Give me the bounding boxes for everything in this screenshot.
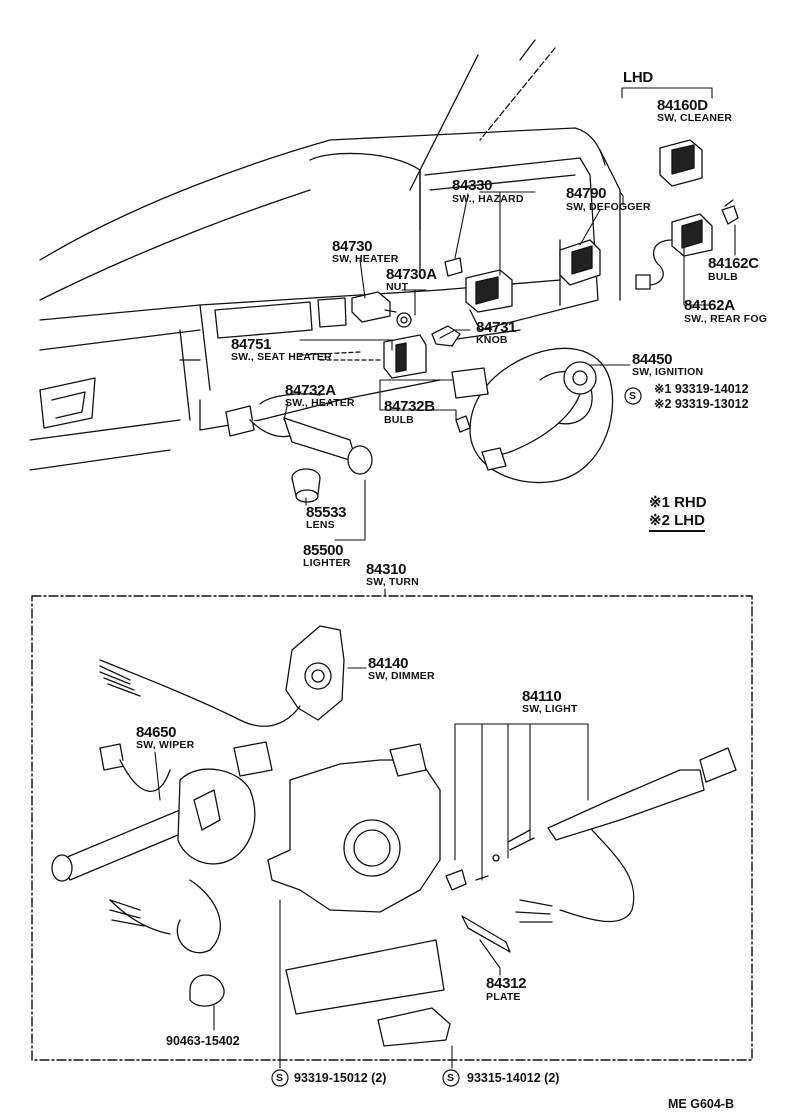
part-number-84450: 84450 xyxy=(632,351,673,368)
legend-rhd: ※1 RHD xyxy=(649,494,707,511)
part-name-84450: SW, IGNITION xyxy=(632,366,704,378)
part-name-84310: SW, TURN xyxy=(366,576,419,588)
screw-symbols xyxy=(271,387,642,1087)
part-number-84751: 84751 xyxy=(231,336,272,353)
cleaner-switch-part xyxy=(659,139,703,187)
screw-marker-right: S xyxy=(447,1072,455,1084)
light-switch-part xyxy=(445,747,737,953)
part-number-84140: 84140 xyxy=(368,655,409,672)
part-number-84312: 84312 xyxy=(486,975,527,992)
clip-part xyxy=(189,974,225,1007)
part-name-84160D: SW, CLEANER xyxy=(657,112,733,124)
leader-lines-upper xyxy=(283,87,736,541)
screw-left-label: 93319-15012 (2) xyxy=(294,1071,387,1085)
screw-marker-left: S xyxy=(276,1072,284,1084)
switch-base-part xyxy=(285,939,451,1047)
hazard-switch-part xyxy=(444,257,513,313)
ignition-area-outline xyxy=(469,347,614,484)
dimmer-switch-part xyxy=(99,625,345,727)
part-number-85533: 85533 xyxy=(306,504,347,521)
part-number-84310: 84310 xyxy=(366,561,407,578)
legend-lhd: ※2 LHD xyxy=(649,513,705,532)
turn-switch-body-part xyxy=(267,743,441,913)
part-name-84730A: NUT xyxy=(386,281,409,293)
part-name-84732A: SW., HEATER xyxy=(285,397,355,409)
heater-bulb-part xyxy=(451,367,489,433)
part-number-85500: 85500 xyxy=(303,542,344,559)
part-name-85500: LIGHTER xyxy=(303,557,351,569)
part-number-84732A: 84732A xyxy=(285,382,336,399)
ignition-screw-marker: S xyxy=(629,390,637,402)
heater-switch-cable-part xyxy=(225,393,373,475)
part-name-84730: SW, HEATER xyxy=(332,253,399,265)
part-name-84790: SW, DEFOGGER xyxy=(566,201,651,213)
heater-switch-part xyxy=(351,291,397,323)
drawing-code: ME G604-B xyxy=(668,1097,734,1111)
leader-lines-lower xyxy=(154,667,589,1069)
part-number-84110: 84110 xyxy=(522,688,562,705)
part-number-90463: 90463-15402 xyxy=(166,1034,240,1048)
part-name-84732B: BULB xyxy=(384,414,414,426)
knob-part xyxy=(431,325,461,347)
dashboard-outline xyxy=(29,39,621,471)
rear-fog-bulb-part xyxy=(721,199,739,225)
defogger-switch-part xyxy=(559,239,601,286)
lens-part xyxy=(291,468,321,503)
part-name-84330: SW., HAZARD xyxy=(452,193,524,205)
part-name-84312: PLATE xyxy=(486,991,521,1003)
part-name-85533: LENS xyxy=(306,519,335,531)
part-name-84162A: SW., REAR FOG xyxy=(684,313,768,325)
turn-switch-frame xyxy=(31,595,753,1061)
part-number-84730: 84730 xyxy=(332,238,373,255)
part-name-84731: KNOB xyxy=(476,334,508,346)
ignition-switch-part xyxy=(481,361,597,471)
part-name-84162C: BULB xyxy=(708,271,738,283)
part-number-84731: 84731 xyxy=(476,319,517,336)
part-number-84162A: 84162A xyxy=(684,297,735,314)
part-name-84751: SW., SEAT HEATER xyxy=(231,351,332,363)
part-number-84330: 84330 xyxy=(452,177,493,194)
ignition-note-1: ※1 93319-14012 xyxy=(654,382,749,396)
part-number-84730A: 84730A xyxy=(386,266,437,283)
ignition-note-2: ※2 93319-13012 xyxy=(654,397,749,411)
nut-part xyxy=(396,312,412,328)
wiper-switch-part xyxy=(51,741,273,954)
part-number-84162C: 84162C xyxy=(708,255,759,272)
rear-fog-switch-part xyxy=(635,213,713,290)
part-number-84160D: 84160D xyxy=(657,97,708,114)
part-name-84140: SW, DIMMER xyxy=(368,670,435,682)
part-number-84650: 84650 xyxy=(136,724,177,741)
part-name-84650: SW, WIPER xyxy=(136,739,195,751)
seat-heater-switch-part xyxy=(383,334,427,379)
screw-right-label: 93315-14012 (2) xyxy=(467,1071,560,1085)
lhd-region-label: LHD xyxy=(623,69,653,86)
part-name-84110: SW, LIGHT xyxy=(522,703,578,715)
part-number-84732B: 84732B xyxy=(384,398,435,415)
part-number-84790: 84790 xyxy=(566,185,607,202)
